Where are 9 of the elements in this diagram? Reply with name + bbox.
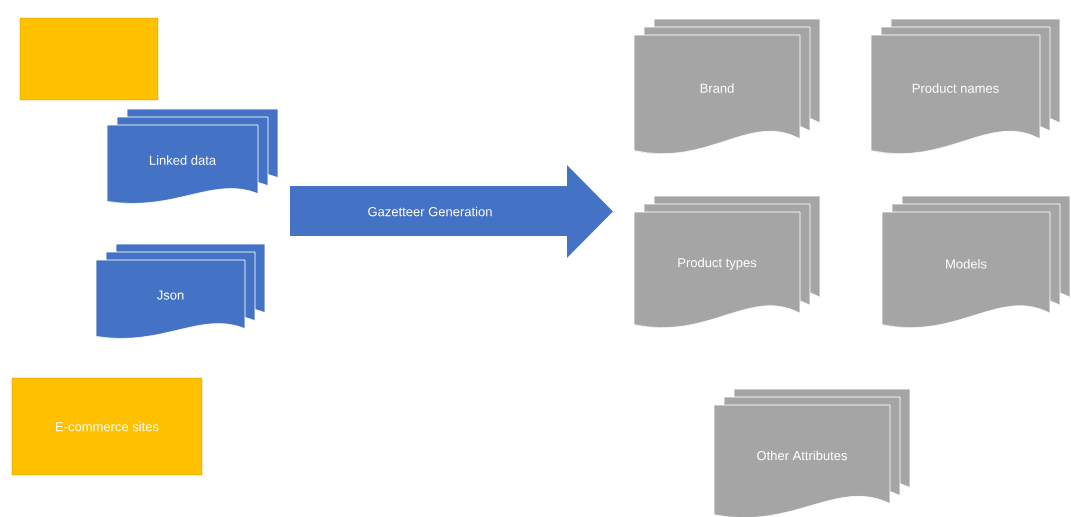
source-box <box>19 17 159 101</box>
document-stack: Product types <box>633 195 821 328</box>
document-stack: Brand <box>633 18 821 154</box>
document-stack: Models <box>881 195 1071 328</box>
source-box: E-commerce sites <box>11 377 203 476</box>
document-stack: Product names <box>870 18 1061 154</box>
document-stack: Json <box>95 243 266 339</box>
document-stack: Other Attributes <box>713 388 911 517</box>
document-stack: Linked data <box>106 108 279 204</box>
